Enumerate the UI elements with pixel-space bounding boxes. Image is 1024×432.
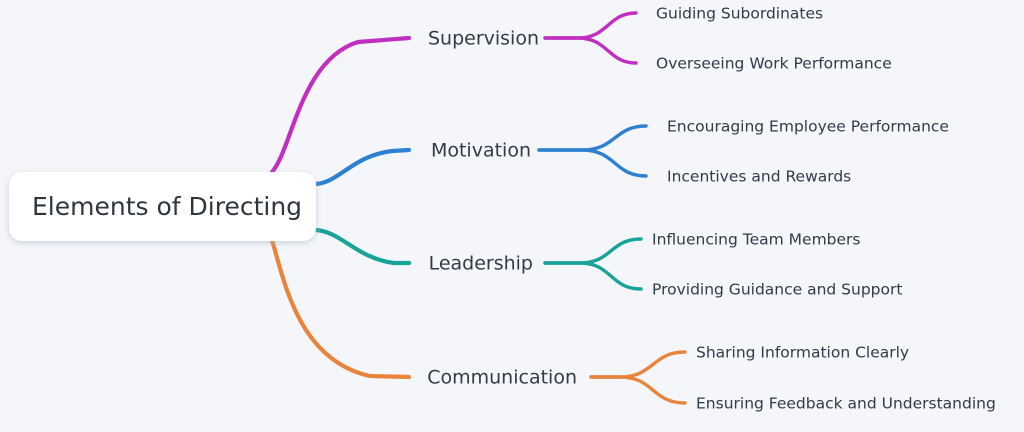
edge-communication-to-ensuring-feedback-and-understanding — [589, 375, 687, 405]
branch-group-communication: Communication Sharing Information Clearl… — [269, 237, 996, 413]
edge-communication-to-sharing-information-clearly — [589, 350, 687, 379]
leaf-label-guiding-subordinates[interactable]: Guiding Subordinates — [656, 5, 823, 23]
edge-root-to-motivation — [313, 147, 412, 187]
branch-group-leadership: Leadership Influencing Team Members Prov… — [313, 227, 902, 299]
root-node-box — [9, 172, 316, 241]
edge-leadership-to-providing-guidance-and-support — [543, 261, 643, 291]
leaf-label-providing-guidance-and-support[interactable]: Providing Guidance and Support — [652, 281, 902, 299]
branch-label-communication[interactable]: Communication — [427, 367, 577, 389]
edge-supervision-to-overseeing-work-performance — [543, 36, 638, 65]
root-node[interactable]: Elements of Directing — [9, 172, 316, 241]
edge-motivation-to-incentives-and-rewards — [537, 148, 648, 178]
edge-leadership-to-influencing-team-members — [543, 237, 643, 265]
leaf-label-incentives-and-rewards[interactable]: Incentives and Rewards — [667, 168, 851, 186]
branch-label-supervision[interactable]: Supervision — [428, 28, 539, 50]
edge-motivation-to-encouraging-employee-performance — [537, 124, 648, 152]
branch-group-motivation: Motivation Encouraging Employee Performa… — [313, 118, 949, 187]
edge-root-to-communication — [269, 237, 412, 380]
leaf-label-influencing-team-members[interactable]: Influencing Team Members — [652, 231, 861, 249]
edge-root-to-leadership — [313, 227, 412, 266]
branch-label-leadership[interactable]: Leadership — [429, 253, 533, 275]
leaf-label-sharing-information-clearly[interactable]: Sharing Information Clearly — [696, 344, 909, 362]
branch-group-supervision: Supervision Guiding Subordinates Oversee… — [269, 5, 892, 175]
edge-supervision-to-guiding-subordinates — [543, 11, 638, 40]
leaf-label-encouraging-employee-performance[interactable]: Encouraging Employee Performance — [667, 118, 949, 136]
edge-root-to-supervision — [269, 35, 412, 175]
leaf-label-overseeing-work-performance[interactable]: Overseeing Work Performance — [656, 55, 892, 73]
branch-label-motivation[interactable]: Motivation — [431, 140, 531, 162]
leaf-label-ensuring-feedback-and-understanding[interactable]: Ensuring Feedback and Understanding — [696, 395, 996, 413]
root-node-label: Elements of Directing — [32, 192, 302, 221]
